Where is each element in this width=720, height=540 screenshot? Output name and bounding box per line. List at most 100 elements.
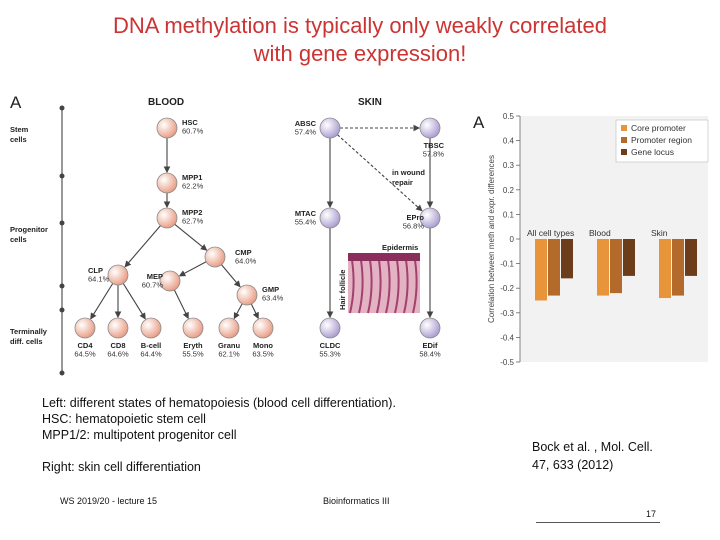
- cell-node-cldc: [319, 317, 341, 339]
- cell-label-mep: MEP: [147, 272, 163, 281]
- bar-promoter-region: [672, 239, 684, 296]
- cell-label-clp: CLP: [88, 266, 103, 275]
- cell-value-clp: 64.1%: [88, 275, 110, 284]
- cell-value-mpp1: 62.2%: [182, 182, 204, 191]
- footer-divider: [536, 522, 660, 523]
- cell-label-cmp: CMP: [235, 248, 252, 257]
- y-tick-label: 0.1: [503, 210, 515, 219]
- title-line-1: DNA methylation is typically only weakly…: [113, 13, 607, 38]
- cell-value-absc: 57.4%: [295, 128, 317, 137]
- cell-label-mpp1: MPP1: [182, 173, 202, 182]
- cell-value-epro: 56.8%: [403, 222, 425, 231]
- cell-node-mep: [159, 270, 181, 292]
- cell-node-b-cell: [140, 317, 162, 339]
- lineage-panel-letter: A: [10, 93, 22, 112]
- blood-header: BLOOD: [148, 97, 184, 108]
- y-tick-label: -0.4: [500, 333, 514, 342]
- cell-label-cd8: CD8: [110, 341, 125, 350]
- cell-node-absc: [319, 117, 341, 139]
- cell-value-mpp2: 62.7%: [182, 217, 204, 226]
- lineage-edge: [174, 223, 208, 251]
- legend-label: Gene locus: [631, 147, 674, 157]
- epidermis-label: Epidermis: [382, 243, 418, 252]
- cell-label-tbsc: TBSC: [424, 141, 445, 150]
- y-tick-label: -0.3: [500, 309, 514, 318]
- cell-value-cldc: 55.3%: [319, 350, 341, 359]
- cell-label-gmp: GMP: [262, 285, 279, 294]
- caption-line-1: Left: different states of hematopoiesis …: [42, 396, 396, 410]
- citation-line-2: 47, 633 (2012): [532, 458, 614, 472]
- cell-label-mtac: MTAC: [295, 209, 317, 218]
- citation-line-1: Bock et al. , Mol. Cell.: [532, 440, 653, 454]
- caption-line-3: MPP1/2: multipotent progenitor cell: [42, 428, 237, 442]
- lineage-edge: [122, 283, 146, 320]
- lineage-edge: [124, 225, 161, 268]
- stage-label: Progenitor: [10, 225, 48, 234]
- wound-repair-label: repair: [392, 178, 413, 187]
- cell-node-hsc: [156, 117, 178, 139]
- stage-label: diff. cells: [10, 337, 43, 346]
- cell-label-edif: EDif: [423, 341, 439, 350]
- category-label: Skin: [651, 228, 668, 238]
- cell-label-absc: ABSC: [295, 119, 317, 128]
- stage-label: cells: [10, 135, 27, 144]
- lineage-edge: [173, 289, 189, 320]
- cell-value-mono: 63.5%: [252, 350, 274, 359]
- stage-dot: [59, 105, 65, 111]
- bar-core-promoter: [659, 239, 671, 299]
- category-label: All cell types: [527, 228, 574, 238]
- cell-value-edif: 58.4%: [419, 350, 441, 359]
- legend-swatch: [621, 137, 627, 143]
- legend-label: Core promoter: [631, 123, 686, 133]
- caption-line-2: HSC: hematopoietic stem cell: [42, 412, 206, 426]
- footer-course: Bioinformatics III: [323, 496, 390, 506]
- cell-node-cd4: [74, 317, 96, 339]
- cell-value-b-cell: 64.4%: [140, 350, 162, 359]
- cell-label-granu: Granu: [218, 341, 241, 350]
- y-tick-label: 0.4: [503, 137, 515, 146]
- stage-label: cells: [10, 235, 27, 244]
- stage-dot: [59, 283, 65, 289]
- lineage-edge: [178, 261, 207, 277]
- title-line-2: with gene expression!: [253, 41, 467, 66]
- cell-value-cmp: 64.0%: [235, 257, 257, 266]
- stage-label: Stem: [10, 125, 29, 134]
- y-tick-label: 0.3: [503, 161, 515, 170]
- y-tick-label: -0.5: [500, 358, 514, 367]
- stage-dot: [59, 307, 65, 313]
- legend-swatch: [621, 149, 627, 155]
- cell-value-cd4: 64.5%: [74, 350, 96, 359]
- chart-panel-letter: A: [473, 113, 485, 132]
- cell-label-hsc: HSC: [182, 118, 198, 127]
- bar-promoter-region: [548, 239, 560, 296]
- y-axis-label: Correlation between meth and expr. diffe…: [487, 155, 496, 323]
- legend-label: Promoter region: [631, 135, 692, 145]
- bar-gene-locus: [623, 239, 635, 276]
- cell-label-epro: EPro: [406, 213, 424, 222]
- citation: Bock et al. , Mol. Cell. 47, 633 (2012): [532, 438, 653, 474]
- cell-value-mtac: 55.4%: [295, 218, 317, 227]
- y-tick-label: -0.1: [500, 260, 514, 269]
- y-tick-label: 0.5: [503, 112, 515, 121]
- bar-core-promoter: [597, 239, 609, 296]
- cell-node-eryth: [182, 317, 204, 339]
- cell-node-clp: [107, 264, 129, 286]
- cell-label-eryth: Eryth: [183, 341, 203, 350]
- cell-node-mpp1: [156, 172, 178, 194]
- stage-dot: [59, 173, 65, 179]
- cell-node-mono: [252, 317, 274, 339]
- legend-swatch: [621, 125, 627, 131]
- bar-gene-locus: [561, 239, 573, 279]
- cell-value-cd8: 64.6%: [107, 350, 129, 359]
- cell-node-mtac: [319, 207, 341, 229]
- category-label: Blood: [589, 228, 611, 238]
- cell-value-tbsc: 57.8%: [423, 150, 445, 159]
- lineage-edge: [221, 264, 241, 288]
- cell-value-eryth: 55.5%: [182, 350, 204, 359]
- y-tick-label: 0.2: [503, 186, 515, 195]
- cell-node-epro: [419, 207, 441, 229]
- page-number: 17: [646, 509, 657, 519]
- caption: Left: different states of hematopoiesis …: [42, 395, 396, 475]
